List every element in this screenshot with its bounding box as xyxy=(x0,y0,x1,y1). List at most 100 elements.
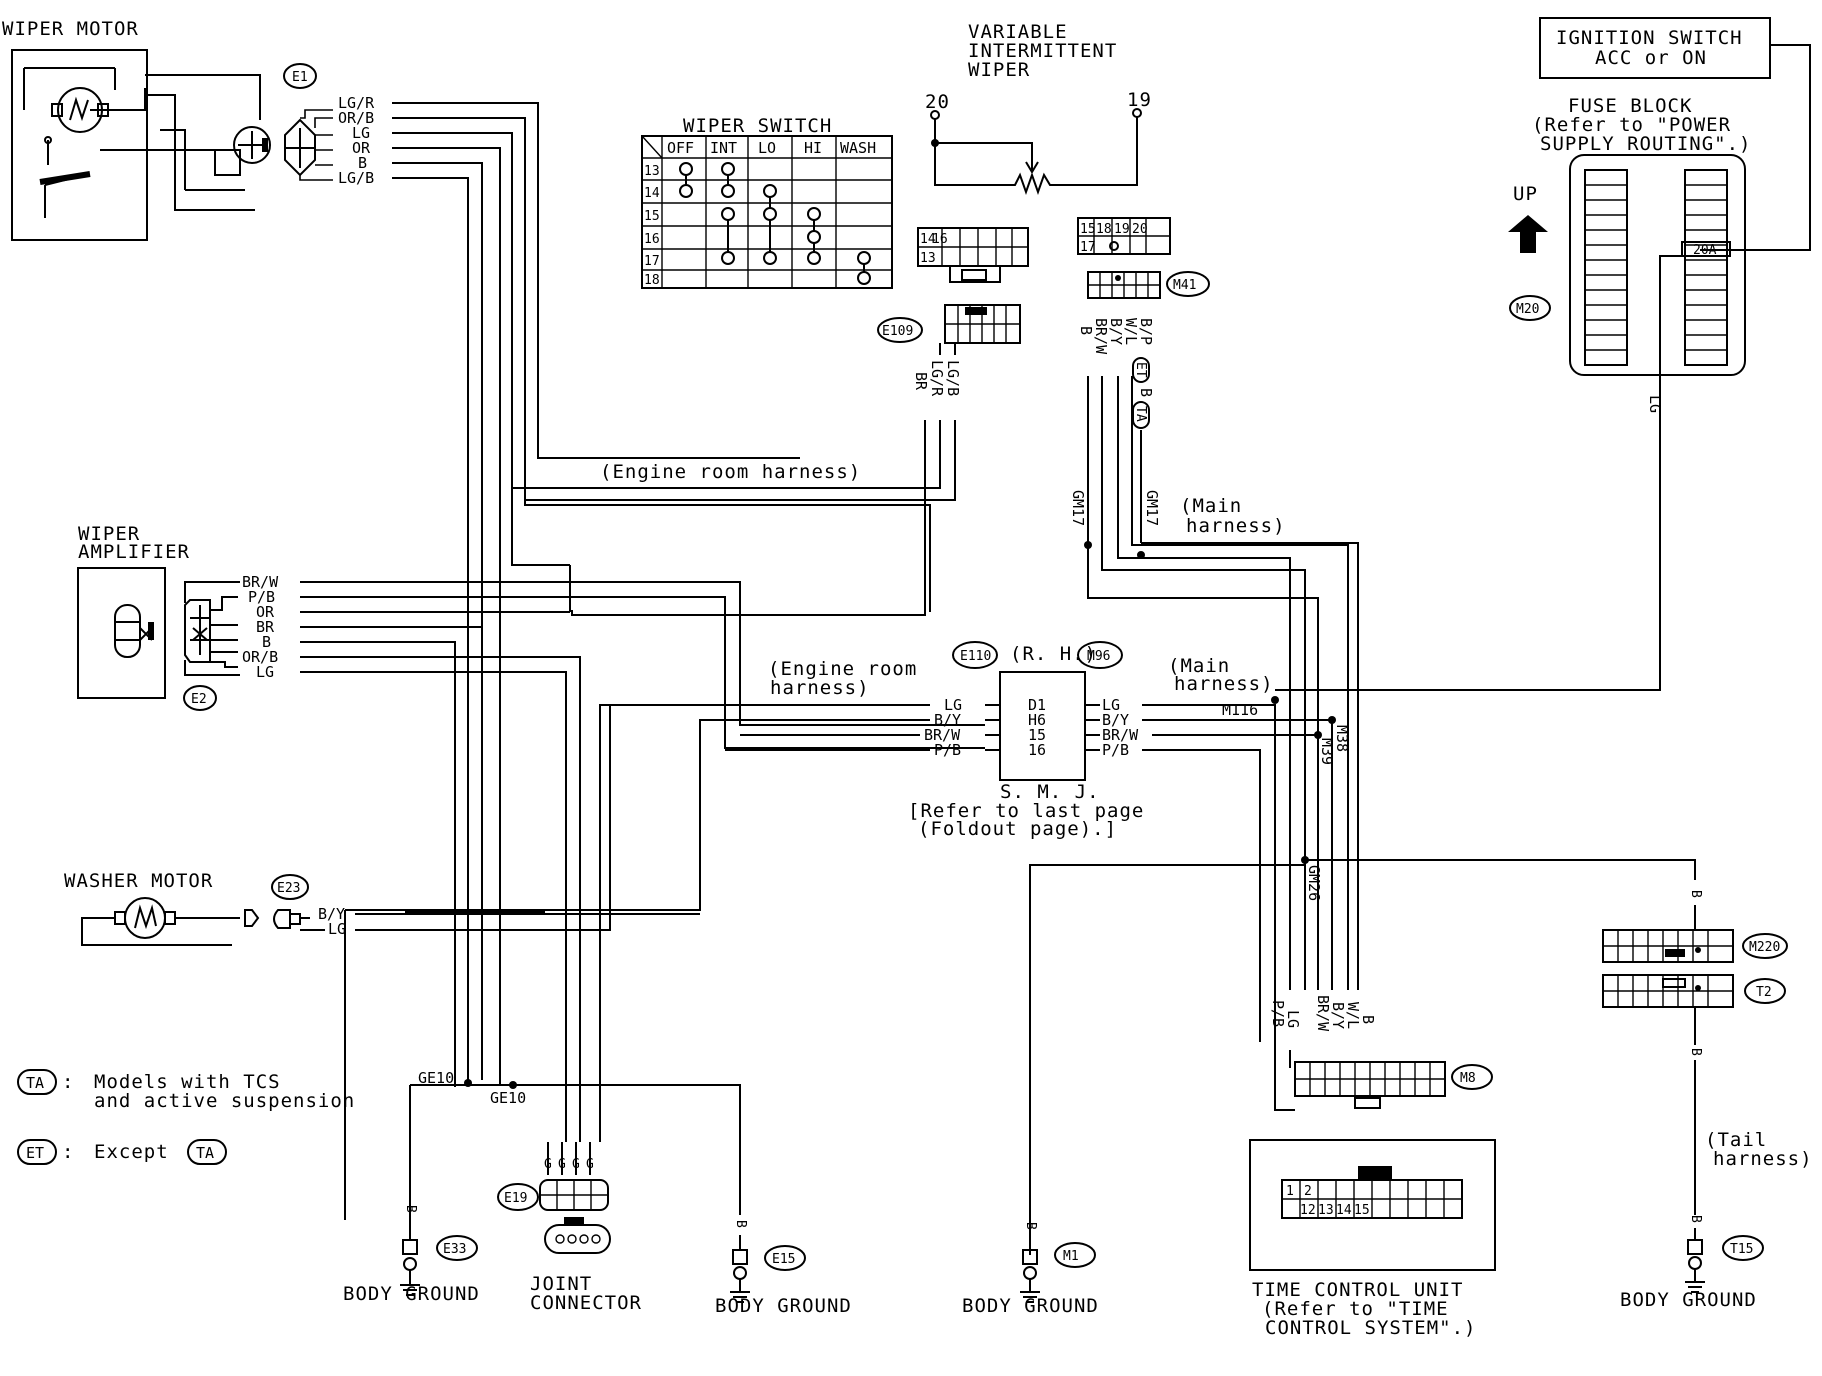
e109-id: E109 xyxy=(882,324,913,339)
svg-text:TIME CONTROL UNIT: TIME CONTROL UNIT xyxy=(1252,1279,1463,1301)
svg-text:12: 12 xyxy=(1300,1203,1316,1218)
svg-text:LO: LO xyxy=(758,139,776,157)
e110-id: E110 xyxy=(960,649,991,664)
wiper-amplifier: WIPER AMPLIFIER E2 BR/W P/B OR BR B OR/B… xyxy=(77,523,279,711)
svg-text:HI: HI xyxy=(804,139,822,157)
svg-text:P/B: P/B xyxy=(1269,1000,1287,1027)
smj-side: (R. H.) xyxy=(1010,643,1097,665)
ground-m1: B M1 BODY GROUND xyxy=(962,1222,1098,1317)
time-control-unit: P/B LG BR/W B/Y W/L B M8 1 2 12 13 14 15… xyxy=(1249,995,1496,1339)
legend: TA : Models with TCS and active suspensi… xyxy=(17,1069,355,1165)
svg-text:LG/R: LG/R xyxy=(338,94,375,112)
connector-e1: E1 LG/R OR/B LG OR B LG/B xyxy=(283,63,375,187)
svg-text:B/Y: B/Y xyxy=(1107,318,1125,345)
svg-text:B/Y: B/Y xyxy=(1329,1002,1347,1029)
tcu-pins: 1 2 12 13 14 15 xyxy=(1286,1184,1370,1218)
svg-text:B: B xyxy=(1688,1048,1703,1056)
wiper-switch-headers: OFF INT LO HI WASH xyxy=(667,139,876,157)
svg-text:BR: BR xyxy=(256,618,275,636)
e1-id: E1 xyxy=(292,70,308,85)
svg-text:14: 14 xyxy=(644,186,660,201)
e19-id: E19 xyxy=(504,1191,527,1206)
svg-text:G: G xyxy=(586,1157,594,1172)
smj-left-labels: LG B/Y BR/W P/B xyxy=(924,696,962,759)
svg-text:D1: D1 xyxy=(1028,696,1046,714)
smj-left-wires xyxy=(345,704,930,1142)
up-label: UP xyxy=(1513,183,1538,205)
svg-text:19: 19 xyxy=(1114,222,1130,237)
m96-id: M96 xyxy=(1087,649,1110,664)
svg-text:B: B xyxy=(733,1220,748,1228)
harness-engine-room-2a: (Engine room xyxy=(768,658,917,680)
washer-motor-icon xyxy=(124,897,166,939)
svg-text:B: B xyxy=(358,154,367,172)
svg-text:INTERMITTENT: INTERMITTENT xyxy=(968,40,1117,62)
svg-text:B/Y: B/Y xyxy=(1102,711,1129,729)
svg-text:G: G xyxy=(544,1157,552,1172)
svg-text:BR: BR xyxy=(912,372,930,391)
fuse-block: FUSE BLOCK (Refer to "POWER SUPPLY ROUTI… xyxy=(1275,95,1750,691)
e33-id: E33 xyxy=(443,1242,466,1257)
legend-et-mark: ET xyxy=(26,1144,44,1162)
fuse-20a: 20A xyxy=(1693,243,1717,258)
connector-m41: 15 18 19 20 17 M41 B BR/W B/Y W/L B/P B … xyxy=(1077,217,1210,429)
svg-text:WASH: WASH xyxy=(840,139,876,157)
legend-ta-line2: and active suspension xyxy=(94,1090,355,1112)
svg-text:15: 15 xyxy=(1028,726,1046,744)
svg-text:B: B xyxy=(403,1205,418,1213)
svg-text:LG/B: LG/B xyxy=(338,169,374,187)
splice-ge10-a: GE10 xyxy=(418,1069,454,1087)
svg-text:LG: LG xyxy=(944,696,962,714)
svg-text:ACC or ON: ACC or ON xyxy=(1595,47,1707,69)
e109-wire-labels: BR LG/R LG/B xyxy=(912,360,962,397)
svg-text:15: 15 xyxy=(644,209,660,224)
svg-text:LG/B: LG/B xyxy=(944,360,962,396)
wiper-motor: WIPER MOTOR xyxy=(2,18,271,241)
wiper-switch-rows: 13 14 15 16 17 18 xyxy=(644,164,660,288)
svg-text::: : xyxy=(62,1141,74,1163)
svg-text::: : xyxy=(62,1071,74,1093)
svg-text:LG: LG xyxy=(1102,696,1120,714)
t15-label: BODY GROUND xyxy=(1620,1289,1757,1311)
svg-text:OR: OR xyxy=(256,603,275,621)
svg-text:(Refer to "POWER: (Refer to "POWER xyxy=(1532,114,1731,136)
svg-text:P/B: P/B xyxy=(934,741,961,759)
m41-ta-mark: TA xyxy=(1133,406,1148,422)
svg-text:13: 13 xyxy=(920,251,936,266)
harness-tail-b: harness) xyxy=(1713,1148,1813,1170)
m1-id: M1 xyxy=(1063,1249,1079,1264)
svg-text:B: B xyxy=(1077,326,1095,335)
svg-text:LG: LG xyxy=(328,920,346,938)
splice-gm26: GM26 xyxy=(1305,865,1323,901)
harness-main-2b: harness) xyxy=(1174,673,1274,695)
svg-text:S. M. J.: S. M. J. xyxy=(1000,781,1100,803)
splice-gm17-b: GM17 xyxy=(1143,490,1161,526)
splice-m39: M39 xyxy=(1318,738,1336,765)
legend-ta-line1: Models with TCS xyxy=(94,1071,281,1093)
e2-wires xyxy=(300,565,985,1142)
svg-text:18: 18 xyxy=(644,273,660,288)
svg-text:15: 15 xyxy=(1080,222,1096,237)
svg-text:IGNITION SWITCH: IGNITION SWITCH xyxy=(1556,27,1743,49)
svg-text:INT: INT xyxy=(710,139,737,157)
wiper-switch-table: WIPER SWITCH OFF INT LO HI WASH 13 14 15… xyxy=(641,115,893,289)
joint-connector-e19: G G G G E19 JOINT CONNECTOR xyxy=(497,1142,641,1314)
svg-text:(Refer to "TIME: (Refer to "TIME xyxy=(1262,1298,1449,1320)
svg-text:B: B xyxy=(262,633,271,651)
svg-text:OFF: OFF xyxy=(667,139,694,157)
m41-wire-labels: B BR/W B/Y W/L B/P B xyxy=(1077,318,1155,397)
svg-text:BR/W: BR/W xyxy=(242,573,279,591)
tail-harness-ground: B M220 T2 B (Tail harness) B T15 BODY GR… xyxy=(1602,890,1813,1311)
svg-text:BR/W: BR/W xyxy=(1314,995,1332,1032)
svg-text:2: 2 xyxy=(1304,1184,1312,1199)
vi-terminal-20: 20 xyxy=(925,91,950,113)
legend-et-ref: TA xyxy=(196,1144,214,1162)
m41-wires: GM17 GM17 (Main harness) xyxy=(1069,376,1359,990)
legend-et-text: Except xyxy=(94,1141,169,1163)
svg-text:13: 13 xyxy=(644,164,660,179)
svg-text:LG/R: LG/R xyxy=(928,360,946,397)
ground-splices: GE10 GE10 xyxy=(344,910,741,1220)
svg-text:G: G xyxy=(572,1157,580,1172)
legend-ta-mark: TA xyxy=(26,1074,44,1092)
